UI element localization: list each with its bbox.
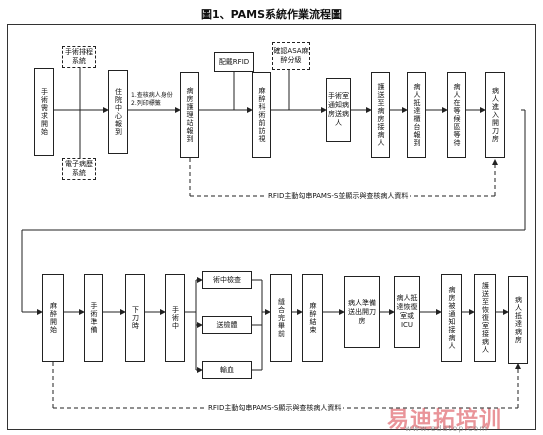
intraop-exam: 術中檢查: [202, 271, 252, 289]
anesthesia-end: 麻醉結束: [302, 274, 323, 362]
escort-from-recovery-label: 護送至恢復室接病人: [481, 282, 490, 354]
blood-transfusion: 輸血: [202, 361, 252, 379]
watermark-brand: 易迪拓培训: [387, 408, 503, 433]
emr-system: 電子病歷系統: [62, 158, 96, 180]
ward-checkin: 病房護理站報到: [180, 72, 199, 158]
surgery-request-start-label: 手術需求開始: [40, 88, 49, 136]
asa-confirm: 確認ASA麻醉分級: [272, 42, 310, 70]
anesthesia-visit: 麻醉科術前訪視: [252, 72, 271, 158]
anesthesia-end-label: 麻醉結束: [309, 302, 317, 334]
ward-notified-label: 病房被通知接病人: [448, 286, 456, 350]
rfid-note-top: RFID主動勾串PAMS-S並顯示與查核病人資料: [266, 191, 411, 201]
surgery-request-start: 手術需求開始: [34, 68, 54, 156]
surgery-schedule-system-label: 手術排程系統: [65, 48, 93, 65]
surgery-prep: 手術準備: [84, 274, 103, 362]
surgery-schedule-system: 手術排程系統: [62, 46, 96, 68]
before-suture-done-label: 縫合完畢前: [277, 298, 286, 338]
escort-from-recovery: 護送至恢復室接病人: [474, 274, 496, 362]
patient-enter-or: 病人進入開刀房: [485, 72, 505, 158]
admission-checkin: 住院中心報到: [108, 70, 128, 154]
anesthesia-start: 麻醉開始: [42, 274, 64, 362]
patient-arrive-counter-label: 病人抵達櫃台報到: [413, 83, 421, 147]
send-specimen-label: 送檢體: [216, 320, 238, 329]
ward-checkin-label: 病房護理站報到: [186, 87, 194, 143]
incision-time-label: 下刀時: [131, 306, 140, 330]
rfid-wear-label: 配戴RFID: [218, 57, 250, 66]
incision-time: 下刀時: [125, 274, 145, 362]
anesthesia-visit-label: 麻醉科術前訪視: [258, 87, 266, 143]
send-specimen: 送檢體: [202, 316, 252, 334]
or-notify-ward-label: 手術室通知病房送病人: [328, 92, 349, 127]
escort-from-ward-label: 護送至病房接病人: [377, 83, 385, 147]
ward-notified: 病房被通知接病人: [441, 274, 462, 362]
rfid-note-bottom: RFID主動勾串PAMS-S顯示與查核病人資料: [206, 403, 344, 413]
arrive-ward: 病人抵達病房: [508, 276, 528, 364]
arrive-recovery-icu: 病人抵達恢復室或ICU: [394, 276, 420, 348]
admission-checkin-label: 住院中心報到: [114, 88, 123, 136]
before-suture-done: 縫合完畢前: [270, 274, 292, 362]
anesthesia-start-label: 麻醉開始: [49, 302, 58, 334]
patient-arrive-counter: 病人抵達櫃台報到: [407, 72, 426, 158]
blood-transfusion-label: 輸血: [220, 365, 234, 374]
rfid-wear: 配戴RFID: [214, 52, 254, 72]
arrive-recovery-icu-label: 病人抵達恢復室或ICU: [396, 294, 418, 329]
figure-title: 圖1、PAMS系統作業流程圖: [200, 8, 343, 21]
patient-waiting-label: 病人在等候區等待: [453, 83, 461, 147]
patient-waiting: 病人在等候區等待: [447, 72, 466, 158]
asa-confirm-label: 確認ASA麻醉分級: [273, 47, 309, 64]
prepare-leave-or-label: 病人準備送出開刀房: [348, 298, 376, 325]
arrive-ward-label: 病人抵達病房: [514, 296, 523, 344]
or-notify-ward: 手術室通知病房送病人: [326, 78, 351, 142]
escort-from-ward: 護送至病房接病人: [371, 72, 390, 158]
in-surgery: 手術中: [165, 274, 185, 362]
patient-enter-or-label: 病人進入開刀房: [491, 87, 500, 143]
prepare-leave-or: 病人準備送出開刀房: [344, 276, 380, 348]
watermark-url: www.edatop.com: [405, 424, 489, 433]
in-surgery-label: 手術中: [171, 306, 180, 330]
intraop-exam-label: 術中檢查: [213, 275, 241, 284]
surgery-prep-label: 手術準備: [90, 302, 98, 334]
id-check-note: 1.查核病人身份 2.列印標籤: [131, 92, 173, 107]
emr-system-label: 電子病歷系統: [65, 160, 93, 177]
